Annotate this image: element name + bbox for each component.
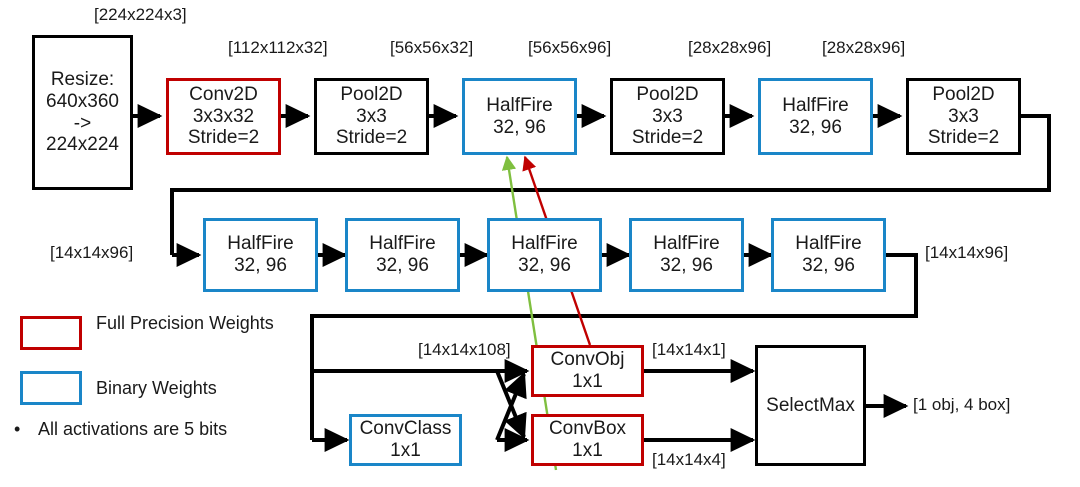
halffire5-line-1: HalfFire [511, 233, 578, 255]
legend-label-binary: Binary Weights [96, 378, 217, 399]
halffire4-line-1: HalfFire [369, 233, 436, 255]
halffire6-line-2: 32, 96 [660, 255, 713, 276]
halffire5-line-2: 32, 96 [518, 255, 571, 276]
tensor-label-row2-output: [14x14x96] [925, 243, 1009, 262]
convbox-block[interactable]: ConvBox 1x1 [531, 414, 644, 466]
resize-line-3: -> [73, 112, 92, 134]
halffire-block-1[interactable]: HalfFire 32, 96 [462, 78, 577, 155]
pool2d-block-1[interactable]: Pool2D 3x3 Stride=2 [314, 78, 429, 155]
selectmax-block[interactable]: SelectMax [755, 345, 866, 466]
legend-bullet-icon: • [14, 419, 21, 439]
pool3-line-3: Stride=2 [927, 127, 1000, 149]
halffire2-line-1: HalfFire [782, 94, 849, 116]
convclass-block[interactable]: ConvClass 1x1 [349, 414, 462, 466]
tensor-label-concat: [14x14x108] [418, 340, 511, 359]
convclass-line-2: 1x1 [390, 440, 421, 461]
halffire7-line-1: HalfFire [795, 233, 862, 255]
pool2-line-2: 3x3 [652, 105, 683, 127]
conv2d-block[interactable]: Conv2D 3x3x32 Stride=2 [166, 78, 281, 155]
tensor-label-final-output: [1 obj, 4 box] [913, 395, 1011, 414]
legend-note-line-1: All activations [38, 419, 149, 439]
pool1-line-3: Stride=2 [335, 127, 408, 149]
wrap-row2-to-row3 [310, 253, 918, 440]
pool2d-block-3[interactable]: Pool2D 3x3 Stride=2 [906, 78, 1021, 155]
resize-block[interactable]: Resize: 640x360 -> 224x224 [32, 35, 133, 190]
halffire-block-2[interactable]: HalfFire 32, 96 [758, 78, 873, 155]
halffire1-line-1: HalfFire [486, 94, 553, 116]
halffire-block-7[interactable]: HalfFire 32, 96 [771, 218, 886, 292]
legend-fp-line-2: Weights [209, 313, 274, 333]
conv2d-line-1: Conv2D [189, 84, 258, 106]
resize-line-2: 640x360 [46, 90, 119, 112]
halffire1-line-2: 32, 96 [493, 116, 546, 138]
halffire7-line-2: 32, 96 [802, 255, 855, 276]
halffire3-line-2: 32, 96 [234, 255, 287, 276]
resize-line-1: Resize: [50, 69, 115, 91]
selectmax-line-1: SelectMax [766, 394, 855, 416]
convbox-line-2: 1x1 [572, 440, 603, 461]
legend-swatch-full-precision [20, 316, 82, 350]
convobj-line-2: 1x1 [572, 371, 603, 392]
conv2d-line-2: 3x3x32 [192, 105, 255, 127]
tensor-label-halffire2-out: [28x28x96] [822, 38, 906, 57]
legend-swatch-binary [20, 371, 82, 405]
pool3-line-1: Pool2D [932, 84, 995, 106]
tensor-label-halffire1-out: [56x56x96] [528, 38, 612, 57]
conv2d-line-3: Stride=2 [187, 127, 260, 149]
pool1-line-2: 3x3 [356, 105, 387, 127]
tensor-label-input: [224x224x3] [94, 5, 187, 24]
arrow-cross-class-to-obj [495, 371, 527, 441]
wrap-row1-to-row2 [170, 114, 1051, 255]
halffire-block-3[interactable]: HalfFire 32, 96 [203, 218, 318, 292]
pool1-line-1: Pool2D [340, 84, 403, 106]
tensor-label-pool2-out: [28x28x96] [688, 38, 772, 57]
legend-binary-line-1: Binary Weights [96, 378, 217, 398]
legend-activation-note: All activations are 5 bits [38, 419, 227, 440]
pool3-line-2: 3x3 [948, 105, 979, 127]
halffire4-line-2: 32, 96 [376, 255, 429, 276]
legend-label-full-precision: Full Precision Weights [96, 313, 274, 334]
legend-note-line-2: are 5 bits [153, 419, 228, 439]
resize-line-4: 224x224 [46, 134, 119, 156]
tensor-label-pool1-out: [56x56x32] [390, 38, 474, 57]
convobj-block[interactable]: ConvObj 1x1 [531, 345, 644, 397]
halffire3-line-1: HalfFire [227, 233, 294, 255]
halffire2-line-2: 32, 96 [789, 116, 842, 138]
legend-fp-line-1: Full Precision [96, 313, 205, 333]
tensor-label-box: [14x14x4] [652, 450, 726, 469]
tensor-label-obj: [14x14x1] [652, 340, 726, 359]
pool2-line-1: Pool2D [636, 84, 699, 106]
convbox-line-1: ConvBox [548, 418, 627, 440]
convobj-line-1: ConvObj [550, 349, 625, 371]
halffire-block-4[interactable]: HalfFire 32, 96 [345, 218, 460, 292]
tensor-label-conv2d-out: [112x112x32] [228, 38, 328, 57]
pool2-line-3: Stride=2 [631, 127, 704, 149]
tensor-label-row2-input: [14x14x96] [50, 243, 134, 262]
convclass-line-1: ConvClass [359, 418, 452, 440]
pool2d-block-2[interactable]: Pool2D 3x3 Stride=2 [610, 78, 725, 155]
halffire-block-6[interactable]: HalfFire 32, 96 [629, 218, 744, 292]
halffire6-line-1: HalfFire [653, 233, 720, 255]
halffire-block-5[interactable]: HalfFire 32, 96 [487, 218, 602, 292]
